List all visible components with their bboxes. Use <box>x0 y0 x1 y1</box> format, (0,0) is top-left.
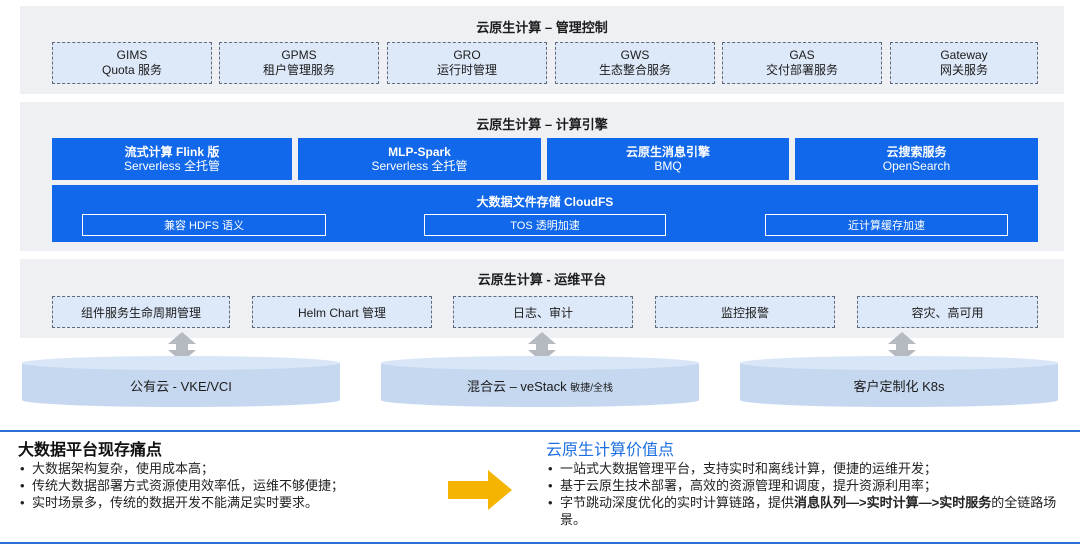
engine-box-line2: BMQ <box>654 159 682 173</box>
mgmt-box-line2: 租户管理服务 <box>262 63 335 77</box>
mgmt-box-line1: GIMS <box>116 48 148 62</box>
mgmt-box-line1: GAS <box>789 48 815 62</box>
mgmt-box-line2: 运行时管理 <box>436 63 497 77</box>
mgmt-box-line1: Gateway <box>940 48 988 62</box>
cloudfs-item-hdfs: 兼容 HDFS 语义 <box>82 214 326 236</box>
mgmt-box-gro: GRO 运行时管理 <box>387 42 547 84</box>
list-item: 基于云原生技术部署，高效的资源管理和调度，提升资源利用率； <box>546 477 1066 494</box>
list-item: 一站式大数据管理平台，支持实时和离线计算，便捷的运维开发； <box>546 460 1066 477</box>
cylinder-shape <box>740 356 1058 407</box>
ops-title: 云原生计算 - 运维平台 <box>477 272 607 287</box>
mgmt-box-line2: Quota 服务 <box>101 63 163 77</box>
engine-box-line1: 流式计算 Flink 版 <box>124 145 220 159</box>
value-list: 一站式大数据管理平台，支持实时和离线计算，便捷的运维开发； 基于云原生技术部署，… <box>546 460 1066 528</box>
cloudfs-box: 大数据文件存储 CloudFS 兼容 HDFS 语义 TOS 透明加速 近计算缓… <box>52 185 1038 242</box>
list-item: 实时场景多，传统的数据开发不能满足实时要求。 <box>18 494 438 511</box>
engine-box-line1: MLP-Spark <box>388 145 451 159</box>
double-arrow-icon <box>168 332 196 362</box>
cloud-label: 公有云 - VKE/VCI <box>130 379 232 394</box>
engine-title: 云原生计算 – 计算引擎 <box>476 117 608 132</box>
double-arrow-icon <box>888 332 916 362</box>
list-item: 字节跳动深度优化的实时计算链路，提供消息队列—>实时计算—>实时服务的全链路场景… <box>546 494 1066 528</box>
mgmt-box-line2: 交付部署服务 <box>765 63 838 77</box>
mgmt-box-gateway: Gateway 网关服务 <box>890 42 1038 84</box>
engine-box-line2: Serverless 全托管 <box>371 159 468 173</box>
ops-box-helm: Helm Chart 管理 <box>252 296 432 328</box>
engine-box-line2: OpenSearch <box>882 159 951 173</box>
divider-bottom <box>0 542 1080 544</box>
cloud-cylinder-k8s: 客户定制化 K8s <box>740 356 1058 408</box>
management-title: 云原生计算 – 管理控制 <box>476 20 608 35</box>
engine-box-bmq: 云原生消息引擎 BMQ <box>547 138 789 180</box>
pain-list: 大数据架构复杂，使用成本高； 传统大数据部署方式资源使用效率低，运维不够便捷； … <box>18 460 438 511</box>
cylinder-shape <box>22 356 340 407</box>
cloudfs-item-cache: 近计算缓存加速 <box>765 214 1008 236</box>
cloud-cylinder-public: 公有云 - VKE/VCI <box>22 356 340 408</box>
cylinder-shape <box>381 356 699 407</box>
mgmt-box-gpms: GPMS 租户管理服务 <box>219 42 379 84</box>
mgmt-box-line2: 生态整合服务 <box>598 63 671 77</box>
list-item: 传统大数据部署方式资源使用效率低，运维不够便捷； <box>18 477 438 494</box>
cloudfs-title: 大数据文件存储 CloudFS <box>476 195 614 209</box>
cloud-cylinder-hybrid: 混合云 – veStack 敏捷/全栈 <box>381 356 699 408</box>
mgmt-box-gas: GAS 交付部署服务 <box>722 42 882 84</box>
mgmt-box-line1: GWS <box>620 48 650 62</box>
mgmt-box-gims: GIMS Quota 服务 <box>52 42 212 84</box>
mgmt-box-line2: 网关服务 <box>939 63 988 77</box>
cloud-label: 混合云 – veStack 敏捷/全栈 <box>466 379 614 394</box>
mgmt-box-line1: GRO <box>453 48 481 62</box>
cloudfs-item-tos: TOS 透明加速 <box>424 214 666 236</box>
engine-box-line1: 云原生消息引擎 <box>625 145 710 159</box>
engine-box-flink: 流式计算 Flink 版 Serverless 全托管 <box>52 138 292 180</box>
list-item: 大数据架构复杂，使用成本高； <box>18 460 438 477</box>
ops-box-monitor: 监控报警 <box>655 296 835 328</box>
value-item-highlight: 消息队列—>实时计算—>实时服务 <box>794 495 992 510</box>
mgmt-box-gws: GWS 生态整合服务 <box>555 42 715 84</box>
engine-box-opensearch: 云搜索服务 OpenSearch <box>795 138 1038 180</box>
pain-title: 大数据平台现存痛点 <box>18 442 163 459</box>
cloud-label-suffix: 敏捷/全栈 <box>570 383 614 394</box>
right-arrow-icon <box>448 470 512 510</box>
cloud-label: 客户定制化 K8s <box>853 379 945 394</box>
ops-box-lifecycle: 组件服务生命周期管理 <box>52 296 230 328</box>
ops-box-dr: 容灾、高可用 <box>857 296 1038 328</box>
ops-box-logs: 日志、审计 <box>453 296 633 328</box>
mgmt-box-line1: GPMS <box>281 48 317 62</box>
engine-box-spark: MLP-Spark Serverless 全托管 <box>298 138 541 180</box>
engine-box-line2: Serverless 全托管 <box>123 159 221 173</box>
engine-box-line1: 云搜索服务 <box>886 145 947 159</box>
value-title: 云原生计算价值点 <box>546 442 675 459</box>
double-arrow-icon <box>528 332 556 362</box>
divider-top <box>0 430 1080 432</box>
